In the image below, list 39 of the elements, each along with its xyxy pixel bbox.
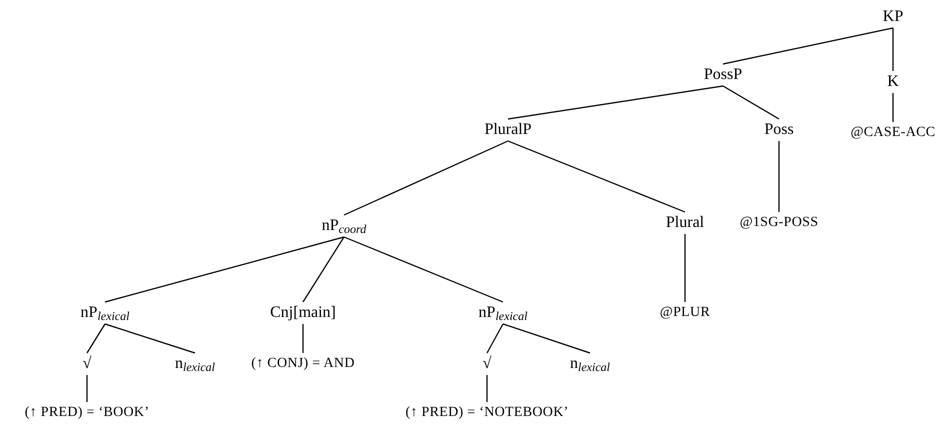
category-label: KP bbox=[882, 8, 904, 26]
tree-branch-line bbox=[722, 27, 894, 65]
tree-branch-line bbox=[104, 236, 344, 303]
tree-branch-line bbox=[302, 324, 304, 353]
feature-annotation: (↑ PRED) = ‘NOTEBOOK’ bbox=[404, 404, 570, 422]
category-label: Plural bbox=[664, 214, 706, 232]
root-symbol: √ bbox=[482, 355, 492, 373]
tree-branch-line bbox=[684, 234, 686, 302]
feature-annotation: (↑ CONJ) = AND bbox=[250, 355, 356, 373]
tree-branch-line bbox=[486, 324, 504, 354]
tree-branch-line bbox=[302, 236, 344, 302]
tree-branch-line bbox=[892, 28, 894, 71]
tree-branch-line bbox=[778, 141, 780, 212]
category-label: PossP bbox=[702, 66, 744, 84]
category-label: K bbox=[886, 73, 900, 91]
tree-branch-line bbox=[344, 140, 508, 216]
tree-branch-line bbox=[892, 93, 894, 122]
tree-branch-line bbox=[722, 85, 780, 120]
category-label: nP$_{coord}$ bbox=[320, 217, 368, 235]
category-label: Cnj[main] bbox=[269, 304, 337, 322]
category-label: Poss bbox=[763, 121, 795, 139]
feature-annotation: @PLUR bbox=[658, 304, 712, 322]
tree-branch-line bbox=[486, 375, 488, 402]
category-label: n$_{lexical}$ bbox=[569, 355, 611, 373]
tree-branch-line bbox=[502, 323, 590, 354]
category-label: nP$_{lexical}$ bbox=[80, 304, 130, 322]
tree-branch-line bbox=[86, 324, 106, 354]
category-label: nP$_{lexical}$ bbox=[478, 304, 528, 322]
category-label: PluralP bbox=[483, 121, 533, 139]
tree-branch-line bbox=[508, 85, 724, 120]
root-symbol: √ bbox=[82, 355, 92, 373]
feature-annotation: (↑ PRED) = ‘BOOK’ bbox=[24, 404, 150, 422]
feature-annotation: @CASE-ACC bbox=[850, 124, 936, 142]
tree-branch-line bbox=[104, 323, 196, 354]
category-label: n$_{lexical}$ bbox=[174, 355, 216, 373]
tree-branch-line bbox=[508, 140, 686, 213]
tree-branch-line bbox=[86, 375, 88, 402]
tree-branch-line bbox=[344, 236, 504, 303]
feature-annotation: @1SG-POSS bbox=[738, 214, 820, 232]
